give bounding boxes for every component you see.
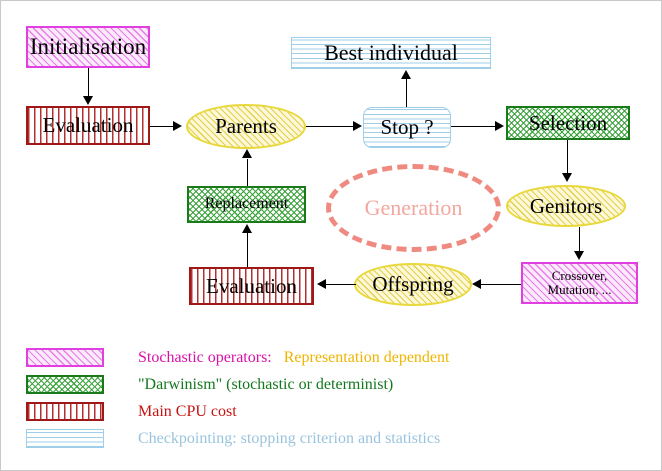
edge-evaluation-to-parents: [150, 126, 178, 127]
node-initialisation: Initialisation: [26, 26, 150, 68]
edge-genitors-to-variation: [579, 227, 580, 253]
node-best-individual: Best individual: [291, 37, 491, 69]
edge-variation-to-offspring: [479, 284, 521, 285]
arrowhead-initialisation-to-evaluation: [83, 96, 93, 105]
legend-label-checkpointing: Checkpointing: stopping criterion and st…: [138, 429, 441, 447]
edge-evaluation-to-replacement: [247, 233, 248, 267]
arrowhead-parents-to-stop: [353, 121, 362, 131]
edge-replacement-to-parents: [247, 159, 248, 186]
node-offspring-label: Offspring: [372, 272, 454, 297]
node-variation-line2: Mutation, ...: [547, 282, 612, 297]
legend-label-stochastic-operators: Stochastic operators:: [138, 348, 272, 366]
arrowhead-evaluation-to-replacement: [242, 224, 252, 233]
edge-initialisation-to-evaluation: [88, 68, 89, 98]
arrowhead-variation-to-offspring: [472, 279, 481, 289]
node-initialisation-label: Initialisation: [29, 33, 147, 59]
node-evaluation-bottom-label: Evaluation: [206, 273, 297, 298]
node-evaluation-top: Evaluation: [26, 106, 150, 145]
arrowhead-replacement-to-parents: [242, 149, 252, 158]
node-parents: Parents: [186, 104, 306, 149]
node-parents-label: Parents: [215, 114, 277, 139]
legend-row-checkpointing: Checkpointing: stopping criterion and st…: [26, 429, 440, 448]
node-evaluation-bottom: Evaluation: [189, 267, 314, 305]
node-genitors-label: Genitors: [529, 193, 603, 218]
node-offspring: Offspring: [354, 263, 472, 306]
node-variation-operators: Crossover, Mutation, ...: [521, 262, 638, 304]
edge-parents-to-stop: [306, 126, 356, 127]
arrowhead-evaluation-to-parents: [173, 121, 182, 131]
legend-row-stochastic-operators: Stochastic operators: Representation dep…: [26, 348, 449, 367]
legend-swatch-red-vertical-hatch: [26, 402, 104, 421]
arrowhead-stop-to-selection: [495, 121, 504, 131]
node-best-individual-label: Best individual: [324, 40, 458, 66]
node-stop: Stop ?: [363, 107, 451, 148]
node-generation: Generation: [326, 164, 501, 252]
legend-swatch-magenta-diagonal-hatch: [26, 348, 104, 367]
arrowhead-stop-to-best-individual: [401, 70, 411, 79]
node-replacement: Replacement: [187, 186, 306, 223]
edge-stop-to-selection: [451, 126, 499, 127]
node-replacement-label: Replacement: [204, 195, 289, 213]
node-selection-label: Selection: [528, 110, 608, 135]
arrowhead-genitors-to-variation: [574, 251, 584, 260]
node-generation-label: Generation: [364, 195, 463, 220]
edge-offspring-to-evaluation: [326, 284, 356, 285]
legend-swatch-green-cross-hatch: [26, 375, 104, 394]
node-variation-line1: Crossover,: [551, 268, 608, 284]
legend-label-darwinism: "Darwinism" (stochastic or determinist): [138, 375, 394, 393]
legend-label-main-cpu-cost: Main CPU cost: [138, 402, 237, 420]
node-stop-label: Stop ?: [380, 115, 434, 140]
edge-selection-to-genitors: [567, 140, 568, 175]
arrowhead-offspring-to-evaluation: [317, 279, 326, 289]
arrowhead-selection-to-genitors: [562, 173, 572, 182]
legend-row-darwinism: "Darwinism" (stochastic or determinist): [26, 375, 393, 394]
legend-row-main-cpu-cost: Main CPU cost: [26, 402, 237, 421]
legend-label-representation-dependent: Representation dependent: [283, 348, 450, 366]
node-evaluation-top-label: Evaluation: [42, 113, 134, 138]
edge-stop-to-best-individual: [406, 79, 407, 107]
node-selection: Selection: [506, 106, 630, 140]
legend-swatch-blue-horizontal-hatch: [26, 429, 104, 448]
node-genitors: Genitors: [506, 185, 626, 227]
